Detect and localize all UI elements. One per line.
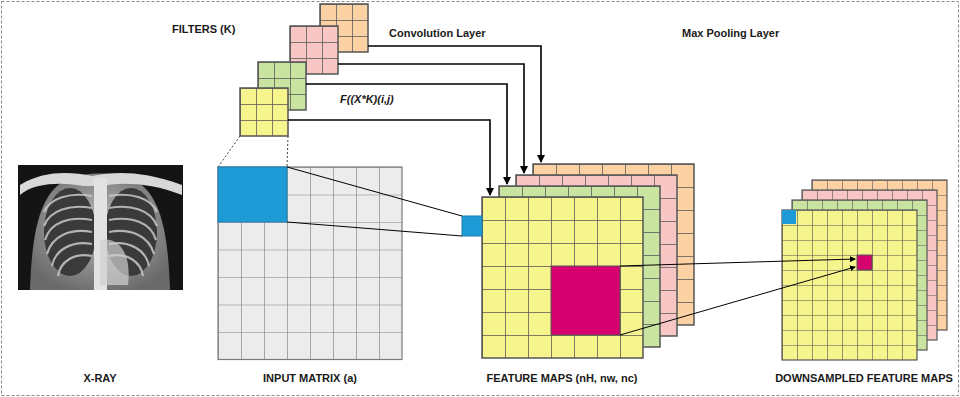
- pooling-lines: [620, 259, 855, 335]
- text-label: FEATURE MAPS (nH, nw, nc): [487, 372, 638, 385]
- downsampled-maps: [782, 180, 947, 360]
- text-label: INPUT MATRIX (a): [263, 372, 357, 385]
- text-label: DOWNSAMPLED FEATURE MAPS: [775, 372, 953, 385]
- convolution-lines: [287, 167, 462, 236]
- input-matrix: [218, 167, 402, 360]
- text-label: F((X*K)(i,j): [340, 93, 394, 106]
- projection-lines: [218, 136, 288, 167]
- text-label: X-RAY: [83, 372, 116, 385]
- feature-maps: [462, 164, 694, 358]
- text-label: Max Pooling Layer: [682, 27, 779, 40]
- xray-image: [18, 165, 183, 290]
- text-label: Convolution Layer: [389, 27, 486, 40]
- filter-stack: [240, 4, 368, 136]
- text-label: FILTERS (K): [172, 23, 235, 36]
